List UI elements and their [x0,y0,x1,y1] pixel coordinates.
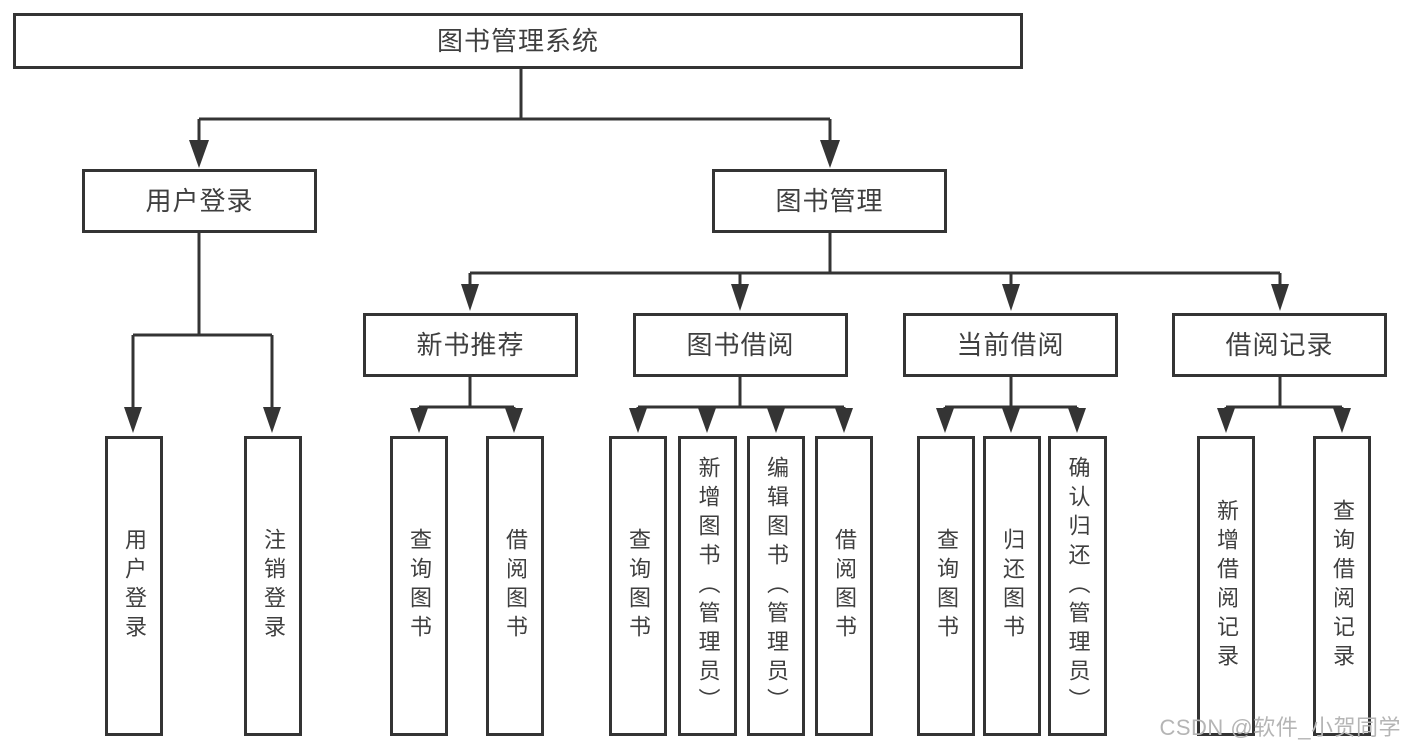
leaf-borrow-query-books: 查询图书 [609,436,667,736]
leaf-user-login: 用户登录 [105,436,163,736]
node-root-label: 图书管理系统 [436,26,599,56]
leaf-return-books-label: 归还图书 [1000,528,1025,644]
leaf-borrow-books-label: 借阅图书 [832,528,857,644]
node-book-management-label: 图书管理 [775,186,884,216]
leaf-query-borrow-record-label: 查询借阅记录 [1330,499,1355,673]
node-current-borrow: 当前借阅 [903,313,1118,377]
leaf-recommend-borrow-books-label: 借阅图书 [503,528,528,644]
leaf-query-borrow-record: 查询借阅记录 [1313,436,1371,736]
leaf-current-query-books: 查询图书 [917,436,975,736]
leaf-borrow-query-books-label: 查询图书 [626,528,651,644]
node-user-login-label: 用户登录 [145,186,254,216]
node-current-borrow-label: 当前借阅 [956,330,1065,360]
leaf-recommend-query-books-label: 查询图书 [407,528,432,644]
watermark: CSDN @软件_小贺同学 [1159,715,1401,740]
leaf-return-books: 归还图书 [983,436,1041,736]
connector-new-book-recommend [410,377,523,433]
leaf-borrow-books: 借阅图书 [815,436,873,736]
leaf-recommend-borrow-books: 借阅图书 [486,436,544,736]
leaf-add-books-admin-label: 新增图书（管理员） [695,455,721,717]
node-book-management: 图书管理 [712,169,947,233]
leaf-add-books-admin: 新增图书（管理员） [678,436,737,736]
leaf-recommend-query-books: 查询图书 [390,436,448,736]
leaf-add-borrow-record: 新增借阅记录 [1197,436,1255,736]
node-new-book-recommend-label: 新书推荐 [416,330,525,360]
leaf-logout: 注销登录 [244,436,302,736]
leaf-user-login-label: 用户登录 [122,528,147,644]
leaf-edit-books-admin: 编辑图书（管理员） [747,436,805,736]
node-user-login: 用户登录 [82,169,317,233]
connector-root [189,69,840,168]
connector-user-login [124,233,281,433]
node-borrow-records: 借阅记录 [1172,313,1387,377]
connector-book-management [461,233,1289,311]
leaf-confirm-return-admin: 确认归还（管理员） [1048,436,1107,736]
node-book-borrow-label: 图书借阅 [686,330,795,360]
connector-book-borrow [629,377,853,433]
connector-borrow-records [1217,377,1351,433]
node-root: 图书管理系统 [13,13,1023,69]
leaf-confirm-return-admin-label: 确认归还（管理员） [1065,455,1091,717]
leaf-logout-label: 注销登录 [261,528,286,644]
leaf-current-query-books-label: 查询图书 [934,528,959,644]
node-book-borrow: 图书借阅 [633,313,848,377]
leaf-edit-books-admin-label: 编辑图书（管理员） [764,455,789,717]
node-new-book-recommend: 新书推荐 [363,313,578,377]
leaf-add-borrow-record-label: 新增借阅记录 [1214,499,1239,673]
connector-current-borrow [936,377,1086,433]
node-borrow-records-label: 借阅记录 [1225,330,1334,360]
